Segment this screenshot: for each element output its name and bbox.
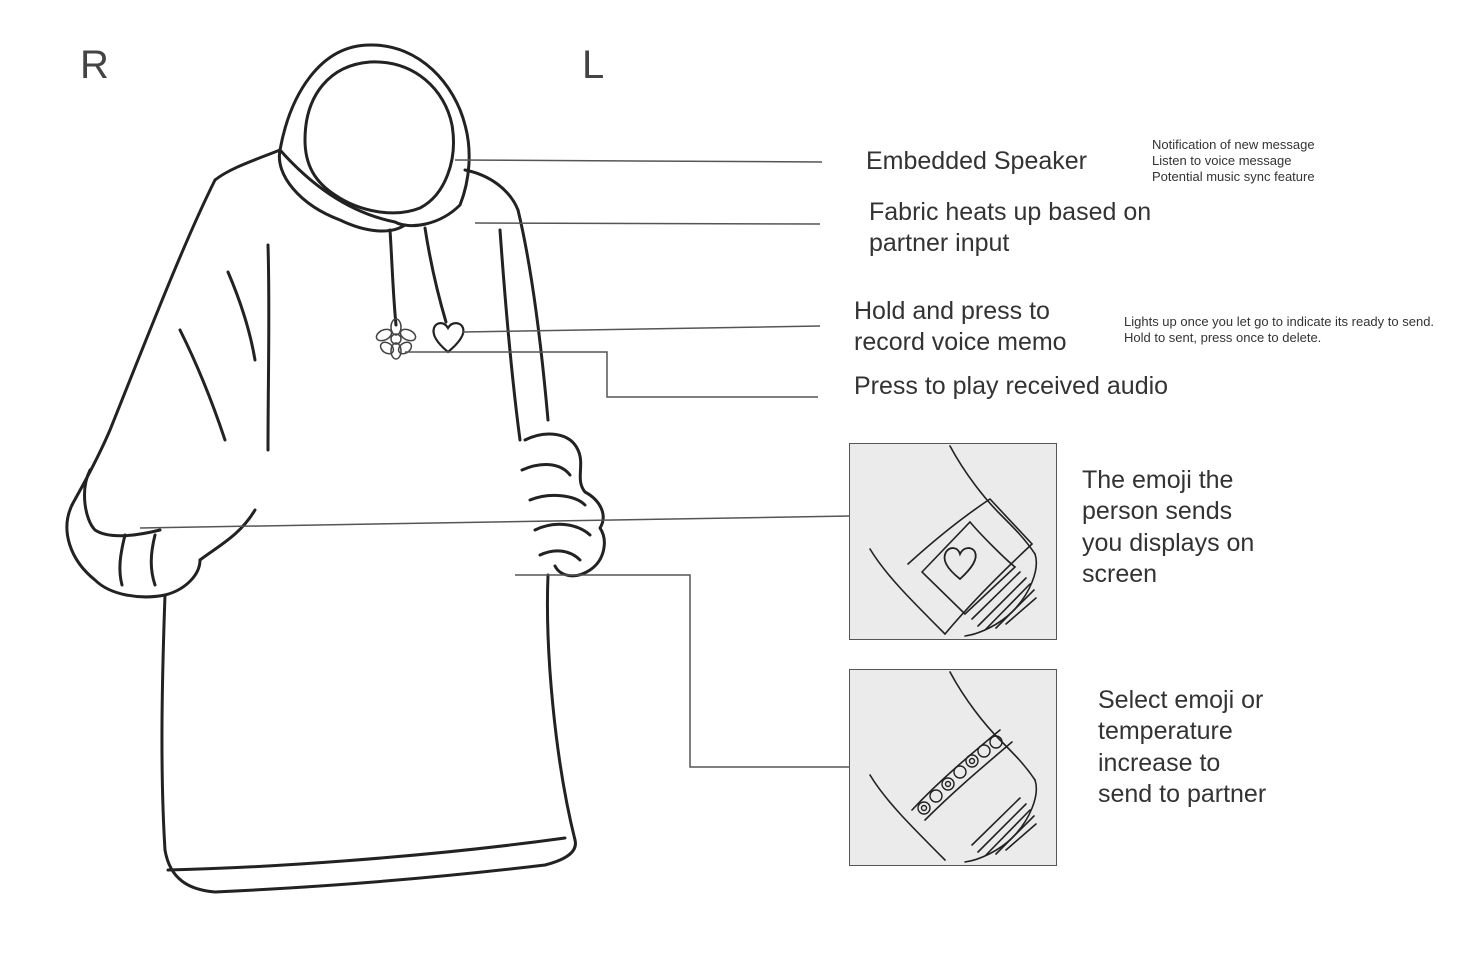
record-notes: Lights up once you let go to indicate it… bbox=[1124, 314, 1434, 346]
right-sleeve bbox=[72, 180, 215, 505]
label-line: record voice memo bbox=[854, 327, 1067, 358]
speaker-note: Notification of new message bbox=[1152, 137, 1315, 153]
right-cuff-2 bbox=[85, 470, 160, 536]
label-play-audio: Press to play received audio bbox=[854, 371, 1168, 402]
side-marker-left: L bbox=[582, 40, 604, 90]
label-line: temperature bbox=[1098, 716, 1338, 747]
left-cuff-4 bbox=[535, 524, 590, 535]
leader-emoji-select bbox=[515, 575, 868, 767]
leader-record bbox=[462, 326, 820, 332]
cuff-buttons-illustration bbox=[850, 670, 1055, 864]
right-hand-edge bbox=[200, 510, 255, 560]
right-cuff-3 bbox=[120, 535, 125, 585]
record-note: Lights up once you let go to indicate it… bbox=[1124, 314, 1434, 330]
body-right-side bbox=[162, 595, 165, 850]
label-line: send to partner bbox=[1098, 779, 1338, 810]
label-line: The emoji the bbox=[1082, 465, 1322, 496]
label-line: Fabric heats up based on bbox=[869, 197, 1151, 228]
left-cuff-5 bbox=[540, 551, 580, 560]
panel-emoji-display bbox=[849, 443, 1057, 640]
label-line: Select emoji or bbox=[1098, 685, 1338, 716]
left-sleeve-inner bbox=[500, 230, 520, 440]
hem bbox=[165, 840, 575, 892]
label-line: increase to bbox=[1098, 748, 1338, 779]
emoji-selector-buttons bbox=[918, 736, 1002, 814]
speaker-note: Listen to voice message bbox=[1152, 153, 1315, 169]
label-line: you displays on bbox=[1082, 528, 1322, 559]
left-cuff-3 bbox=[530, 495, 585, 505]
record-note: Hold to sent, press once to delete. bbox=[1124, 330, 1434, 346]
right-cuff-4 bbox=[151, 535, 155, 585]
leader-play bbox=[405, 352, 818, 397]
left-cuff-2 bbox=[522, 465, 570, 475]
left-cuff bbox=[525, 434, 604, 576]
shoulder-left bbox=[465, 170, 518, 210]
cuff-screen-illustration bbox=[850, 444, 1055, 638]
hood-outer bbox=[280, 45, 469, 226]
shoulder-right bbox=[215, 150, 280, 180]
label-line: person sends bbox=[1082, 496, 1322, 527]
left-sleeve bbox=[518, 210, 548, 420]
right-sleeve-inner bbox=[268, 245, 269, 450]
hood-opening bbox=[305, 62, 453, 213]
label-line: screen bbox=[1082, 559, 1322, 590]
hem-band bbox=[168, 838, 565, 870]
body-left-side bbox=[547, 575, 575, 840]
label-emoji-display: The emoji the person sends you displays … bbox=[1082, 465, 1322, 590]
drawstring-right bbox=[390, 230, 396, 325]
drawstring-left bbox=[425, 228, 446, 322]
label-record-voice-memo: Hold and press to record voice memo bbox=[854, 296, 1067, 359]
speaker-note: Potential music sync feature bbox=[1152, 169, 1315, 185]
right-sleeve-fold bbox=[228, 272, 255, 360]
leader-speaker bbox=[455, 160, 822, 162]
speaker-notes: Notification of new message Listen to vo… bbox=[1152, 137, 1315, 185]
label-embedded-speaker: Embedded Speaker bbox=[866, 146, 1087, 177]
screen-heart-icon bbox=[945, 548, 976, 579]
right-sleeve-fold2 bbox=[180, 330, 225, 440]
panel-emoji-select bbox=[849, 669, 1057, 866]
label-emoji-select: Select emoji or temperature increase to … bbox=[1098, 685, 1338, 810]
label-line: partner input bbox=[869, 228, 1151, 259]
leader-fabric bbox=[475, 223, 820, 224]
label-line: Hold and press to bbox=[854, 296, 1067, 327]
side-marker-right: R bbox=[80, 40, 109, 90]
label-fabric-heats: Fabric heats up based on partner input bbox=[869, 197, 1151, 260]
heart-button bbox=[434, 323, 464, 352]
